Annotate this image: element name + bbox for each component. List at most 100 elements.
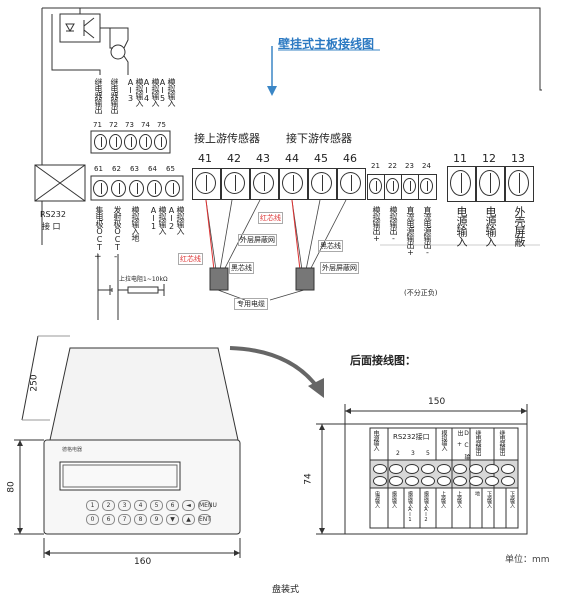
- upper-col-label: 继电器输出: [110, 78, 119, 113]
- upper-col-number: 75: [157, 121, 166, 129]
- red-core-label-a: 红芯线: [178, 253, 203, 265]
- rear-rs232-label: RS232接口: [393, 433, 430, 441]
- screw-slot: [154, 183, 156, 194]
- downstream-sensor-label: 接下游传感器: [286, 132, 352, 145]
- rear-terminal-screw-icon: [453, 464, 467, 474]
- shield-label-b: 外层屏蔽网: [320, 262, 359, 274]
- rear-port-number: 2: [396, 450, 400, 457]
- rear-terminal-screw-icon: [485, 464, 499, 474]
- rear-terminal-screw-icon: [485, 476, 499, 486]
- terminal-screw-icon: [147, 180, 162, 197]
- pullup-resistor-label: 上拉电阻1~10kΩ: [119, 276, 168, 283]
- rear-bottom-label: 地: [474, 491, 480, 495]
- rear-terminal-screw-icon: [421, 476, 435, 486]
- mid-terminal-number: 62: [112, 165, 121, 173]
- upper-col-number: 73: [125, 121, 134, 129]
- sensor-terminal-number: 44: [285, 152, 299, 165]
- keypad-key[interactable]: 1: [86, 500, 99, 511]
- terminal-screw-icon: [450, 170, 471, 196]
- depth-dimension: 250: [29, 374, 40, 392]
- power-terminal-label: 外壳屏蔽: [513, 206, 526, 246]
- keypad-key[interactable]: 9: [150, 514, 163, 525]
- rear-port-number: 3: [411, 450, 415, 457]
- upper-col-label: 模拟输入AI4: [142, 78, 160, 106]
- oct-plus: +: [94, 252, 102, 262]
- terminal-screw-icon: [403, 178, 416, 194]
- sensor-terminal-number: 43: [256, 152, 270, 165]
- mid-terminal-number: 63: [130, 165, 139, 173]
- screw-slot: [350, 175, 352, 191]
- rear-bottom-label: 下游输入: [486, 491, 492, 507]
- analog-terminal-label: 模拟输出-: [389, 206, 398, 242]
- keypad-key[interactable]: 3: [118, 500, 131, 511]
- keypad-key[interactable]: 0: [86, 514, 99, 525]
- upper-col-number: 74: [141, 121, 150, 129]
- keypad-key[interactable]: 5: [150, 500, 163, 511]
- analog-terminal-label: 直流电源输出+: [406, 206, 415, 256]
- rear-bottom-label: 模拟输入AI2: [423, 491, 429, 522]
- terminal-screw-icon: [139, 134, 152, 150]
- rear-bottom-label: 模拟输入AI1: [407, 491, 413, 522]
- keypad-key[interactable]: 4: [134, 500, 147, 511]
- mid-terminal-label: 模拟输入地: [131, 206, 140, 241]
- rs232-port-label: 接 口: [42, 222, 61, 231]
- rs232-label: RS232: [40, 210, 66, 219]
- sensor-terminal-number: 41: [198, 152, 212, 165]
- terminal-screw-icon: [420, 178, 433, 194]
- rear-top-label: 模拟输入: [440, 430, 447, 450]
- brand-label: 德格电器: [62, 447, 83, 453]
- rear-port-number: 5: [426, 450, 430, 457]
- terminal-screw-icon: [340, 172, 361, 194]
- upper-col-label: 继电器输出: [94, 78, 103, 113]
- terminal-screw-icon: [479, 170, 500, 196]
- keypad-key[interactable]: ▲: [182, 514, 195, 525]
- rear-wiring-title: 后面接线图：: [350, 354, 416, 367]
- screw-slot: [115, 137, 117, 147]
- screw-slot: [263, 175, 265, 191]
- terminal-screw-icon: [93, 180, 108, 197]
- power-terminal-label: 电源输入: [484, 206, 497, 246]
- width-dimension: 160: [134, 557, 152, 567]
- height-dimension: 80: [6, 481, 17, 493]
- rear-height-dimension: 74: [303, 473, 314, 485]
- screw-slot: [392, 181, 394, 191]
- terminal-screw-icon: [311, 172, 332, 194]
- power-terminal-number: 11: [453, 152, 467, 165]
- screw-slot: [205, 175, 207, 191]
- screw-slot: [100, 183, 102, 194]
- mid-terminal-number: 61: [94, 165, 103, 173]
- screw-slot: [426, 181, 428, 191]
- screw-slot: [234, 175, 236, 191]
- upper-col-number: 71: [93, 121, 102, 129]
- keypad-key[interactable]: MENU: [198, 500, 217, 511]
- mid-terminal-label: 集电极OCT: [95, 206, 104, 251]
- rear-width-dimension: 150: [428, 397, 446, 407]
- rear-terminal-screw-icon: [501, 476, 515, 486]
- rear-terminal-screw-icon: [405, 464, 419, 474]
- upper-col-label: 模拟输入AI5: [158, 78, 176, 106]
- mid-terminal-number: 64: [148, 165, 157, 173]
- rear-terminal-screw-icon: [373, 464, 387, 474]
- rear-top-label: 电源输入: [372, 430, 379, 450]
- mid-terminal-label: 模拟输入AI1: [149, 206, 167, 234]
- analog-terminal-number: 24: [422, 162, 431, 170]
- power-terminal-number: 13: [511, 152, 525, 165]
- terminal-screw-icon: [282, 172, 303, 194]
- keypad-key[interactable]: ▼: [166, 514, 179, 525]
- keypad-key[interactable]: 2: [102, 500, 115, 511]
- terminal-screw-icon: [224, 172, 245, 194]
- keypad-key[interactable]: 6: [166, 500, 179, 511]
- keypad-key[interactable]: 7: [118, 514, 131, 525]
- keypad-key[interactable]: 6: [102, 514, 115, 525]
- screw-slot: [172, 183, 174, 194]
- upper-col-label: 模拟输入AI3: [126, 78, 144, 106]
- screw-slot: [489, 173, 491, 193]
- terminal-screw-icon: [94, 134, 107, 150]
- keypad-key[interactable]: ENT: [198, 514, 211, 525]
- black-core-label-b: 黑芯线: [318, 240, 343, 252]
- terminal-screw-icon: [124, 134, 137, 150]
- mid-terminal-number: 65: [166, 165, 175, 173]
- keypad-key[interactable]: 8: [134, 514, 147, 525]
- mid-terminal-label: 模拟输入AI2: [167, 206, 185, 234]
- keypad-key[interactable]: ◄: [182, 500, 195, 511]
